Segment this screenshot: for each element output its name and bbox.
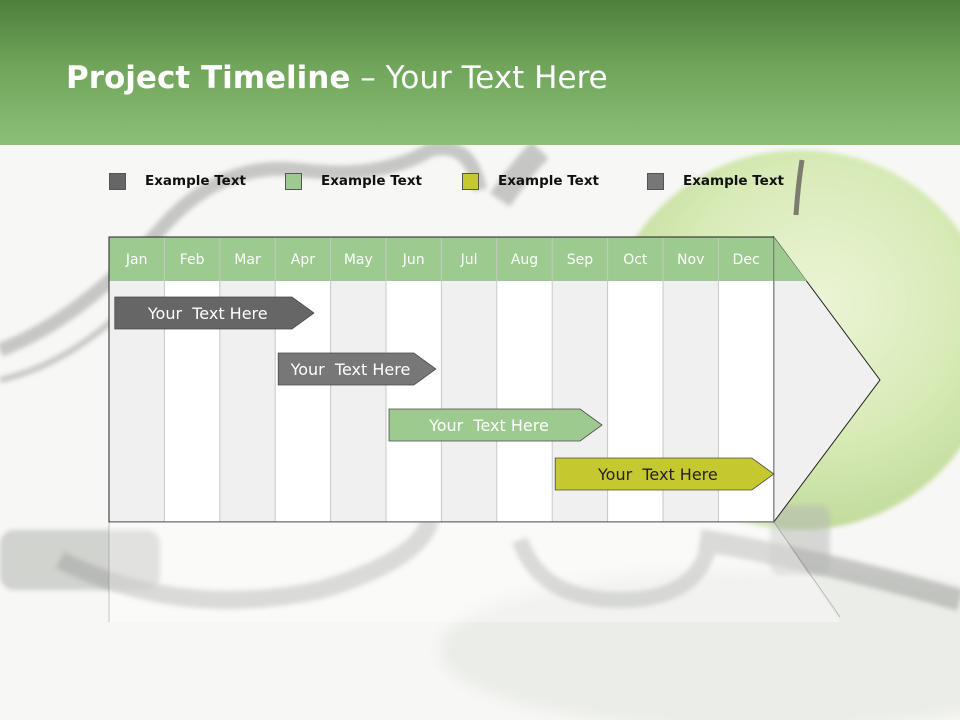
- timeline-arrow-header: [773, 237, 807, 281]
- month-header-cell: [607, 237, 663, 281]
- month-label: Jun: [402, 252, 425, 268]
- task-arrow: [114, 296, 315, 330]
- title-bold: Project Timeline: [66, 60, 351, 96]
- task-label: Your Text Here: [147, 304, 268, 323]
- task-label: Your Text Here: [290, 360, 411, 379]
- legend-swatch: [462, 172, 479, 190]
- month-header-cell: [219, 237, 276, 281]
- reflection-edge: [773, 521, 841, 618]
- legend-label: Example Text: [321, 173, 422, 189]
- timeline-reflection: [109, 522, 840, 622]
- legend-item: Example Text: [285, 170, 422, 192]
- month-label: May: [344, 252, 373, 268]
- month-column: [496, 281, 553, 522]
- task-arrow: [388, 408, 603, 442]
- task-label: Your Text Here: [428, 416, 549, 435]
- month-header-cell: [386, 237, 442, 281]
- legend-label: Example Text: [683, 173, 784, 189]
- month-label: Dec: [733, 252, 760, 268]
- month-label: Nov: [677, 252, 704, 268]
- month-column: [330, 281, 386, 522]
- month-label: Jan: [125, 252, 148, 268]
- timeline-outline: [108, 236, 774, 523]
- legend-swatch: [647, 172, 664, 190]
- legend-item: Example Text: [647, 170, 784, 192]
- month-header-cell: [330, 237, 386, 281]
- month-label: Jul: [460, 252, 478, 268]
- month-column: [386, 281, 442, 522]
- month-label: Mar: [234, 252, 261, 268]
- month-header-cell: [164, 237, 220, 281]
- month-label: Sep: [567, 252, 594, 268]
- legend-swatch: [109, 172, 126, 190]
- month-header-cell: [496, 237, 553, 281]
- month-label: Feb: [180, 252, 205, 268]
- legend-label: Example Text: [498, 173, 599, 189]
- month-header-cell: [275, 237, 331, 281]
- slide-title: Project Timeline – Your Text Here: [66, 60, 608, 96]
- task-arrow: [554, 457, 775, 491]
- header-band: [0, 0, 960, 145]
- month-header-cell: [441, 237, 497, 281]
- task-label: Your Text Here: [597, 465, 718, 484]
- month-label: Oct: [623, 252, 648, 268]
- legend-swatch: [285, 172, 302, 190]
- month-header-cell: [552, 237, 608, 281]
- month-header-cell: [718, 237, 774, 281]
- legend-item: Example Text: [109, 170, 246, 192]
- title-rest: – Your Text Here: [350, 60, 608, 96]
- month-header-cell: [109, 237, 165, 281]
- month-column: [441, 281, 497, 522]
- month-label: Apr: [291, 252, 315, 268]
- month-label: Aug: [511, 252, 538, 268]
- legend-label: Example Text: [145, 173, 246, 189]
- month-header-cell: [663, 237, 719, 281]
- legend-item: Example Text: [462, 170, 599, 192]
- task-arrow: [277, 352, 437, 386]
